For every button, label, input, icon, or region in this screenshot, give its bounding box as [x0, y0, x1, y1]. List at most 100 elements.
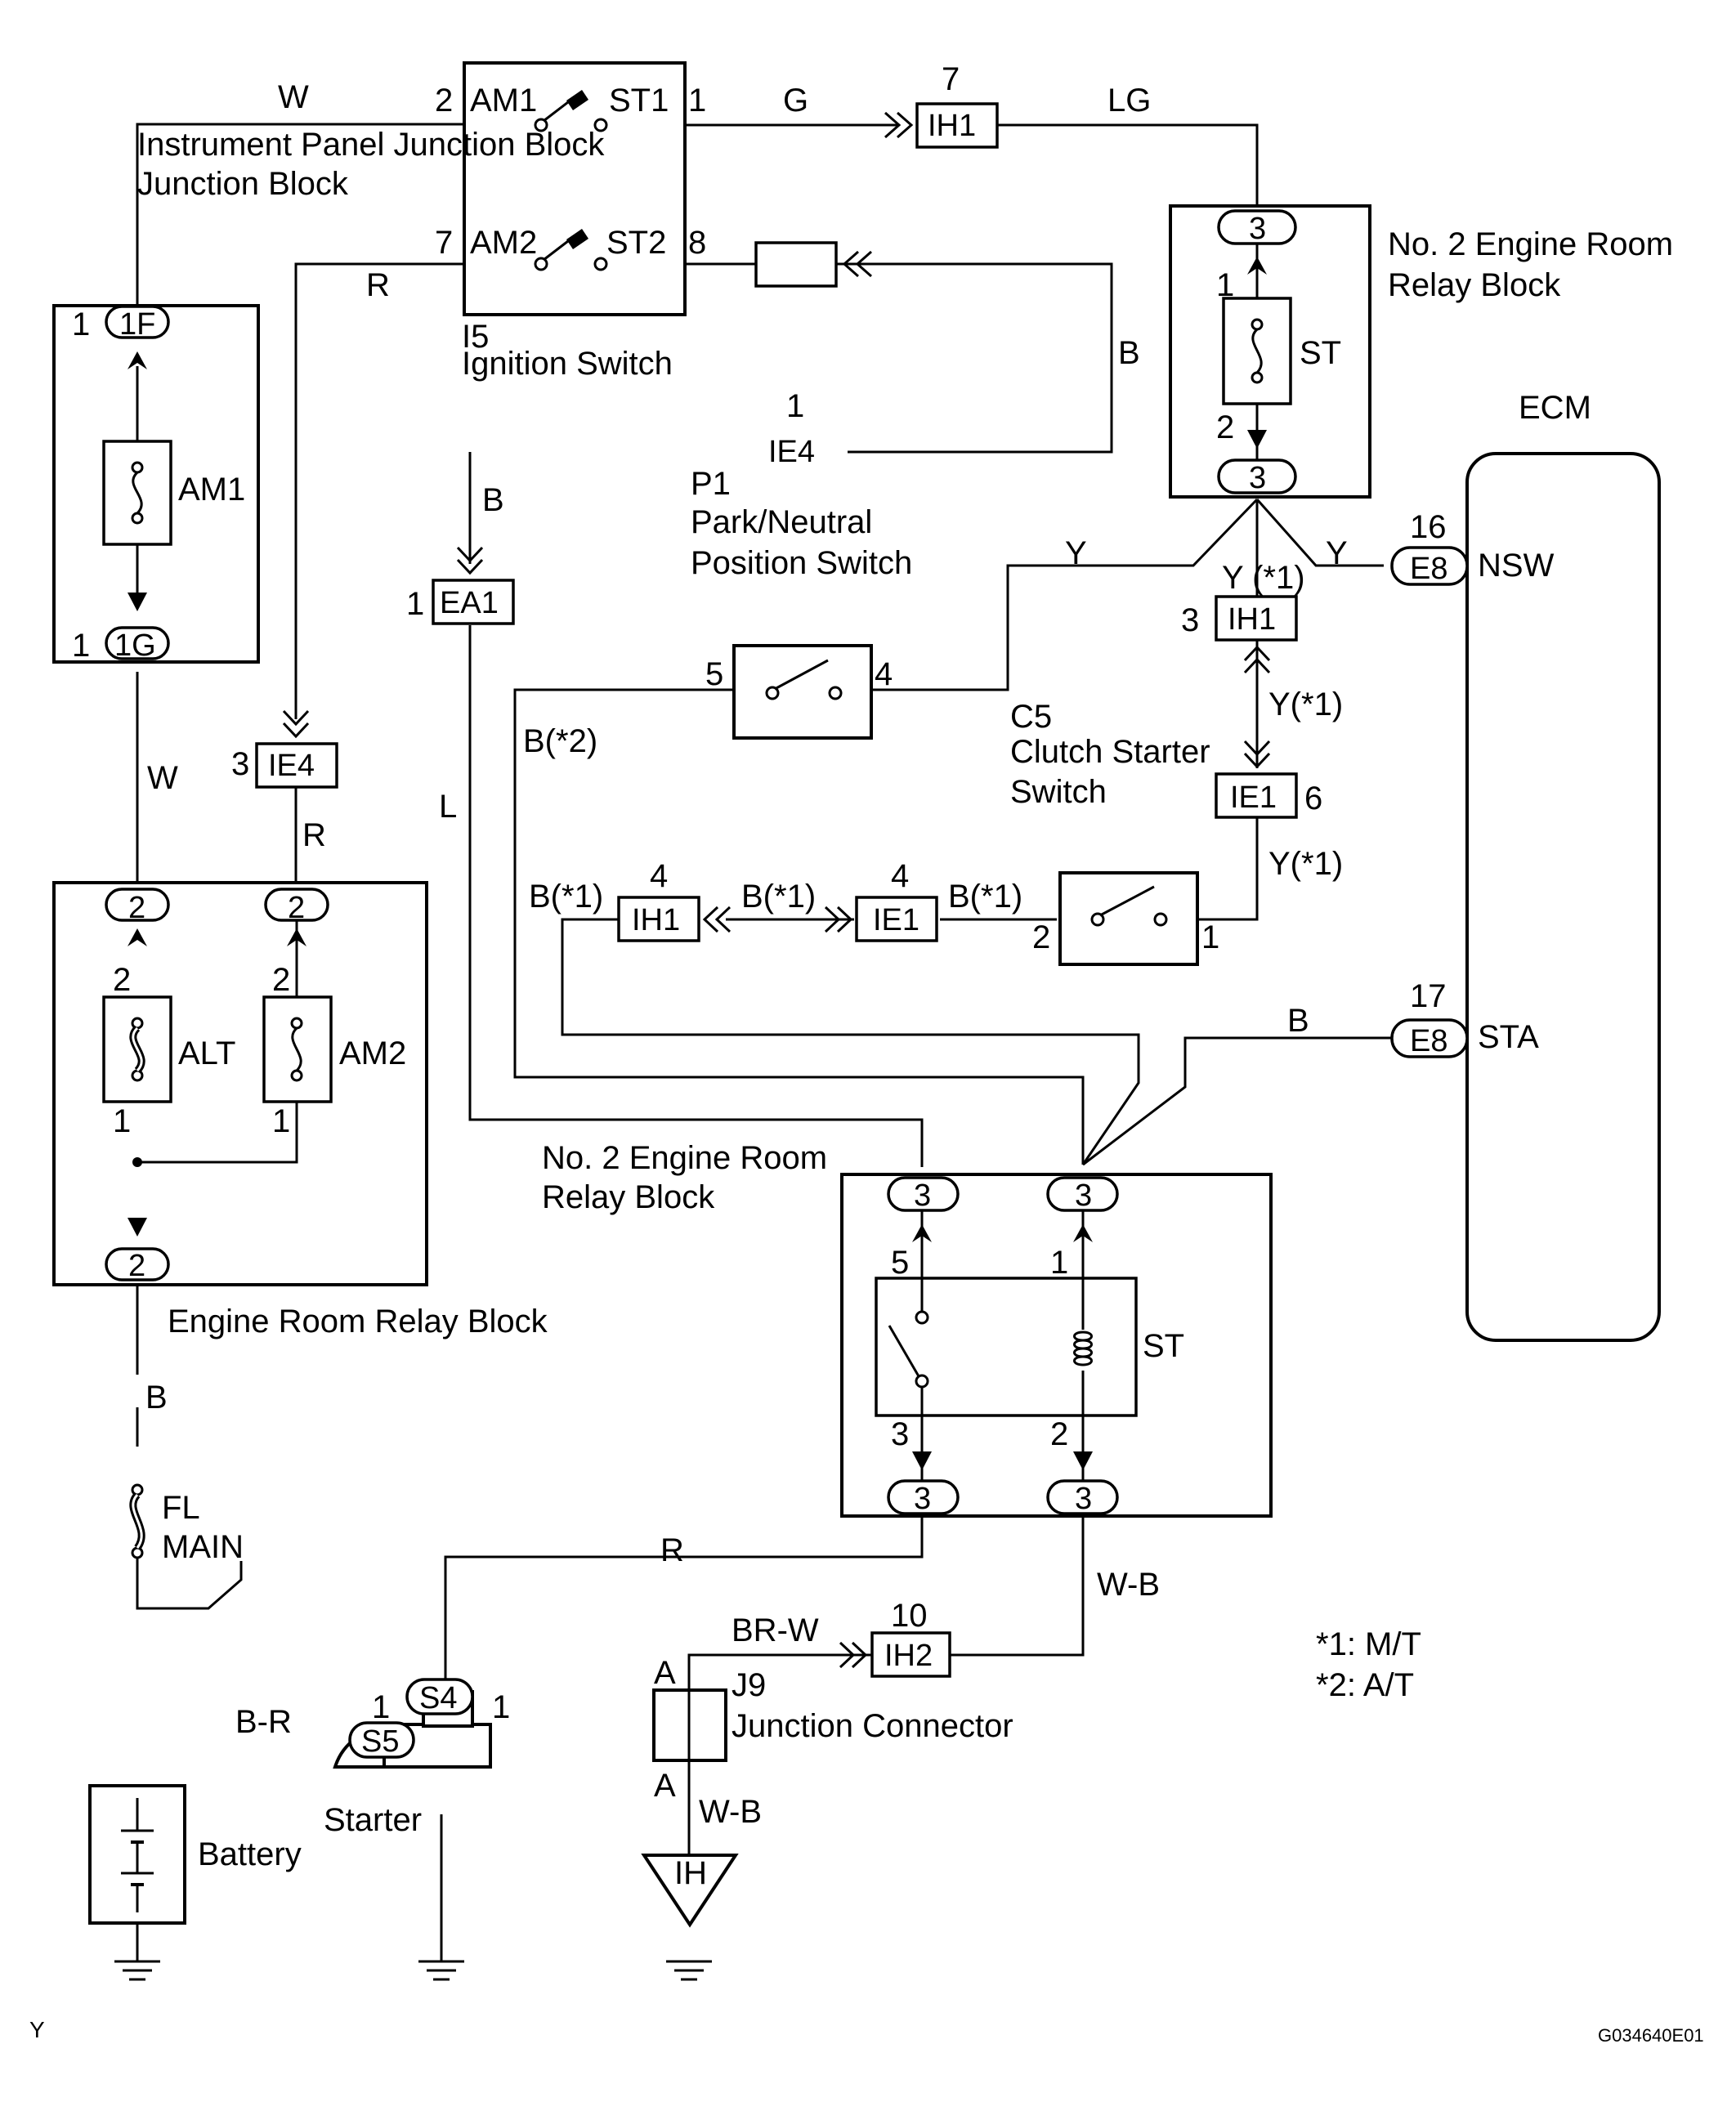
ip-junction-label-2: Junction Block: [137, 166, 349, 202]
ecm-label: ECM: [1519, 390, 1591, 426]
pin-ea1: 1: [406, 586, 424, 622]
ecm-box: [1465, 452, 1661, 1342]
wire-color-l: L: [439, 789, 457, 825]
relay-block-top-label-1: No. 2 Engine Room: [1388, 226, 1673, 262]
connector-no2-top-3b: 3: [1249, 461, 1266, 495]
pin-relay-3: 3: [891, 1416, 909, 1452]
main-label: MAIN: [162, 1529, 244, 1565]
pin-j9-top: A: [654, 1655, 676, 1691]
clutch-label-1: Clutch Starter: [1010, 734, 1210, 770]
wire-color-b-mt-1: B(*1): [529, 879, 603, 915]
fuse-am2-label: AM2: [339, 1035, 406, 1071]
inline-connectors: [255, 102, 1469, 1759]
pin-st-fuse-2: 2: [1216, 409, 1234, 445]
no2-engine-room-relay-block-bottom: [840, 1173, 1273, 1518]
park-neutral-label-1: Park/Neutral: [691, 504, 872, 540]
note-at: *2: A/T: [1316, 1667, 1414, 1703]
wire-color-b-mt-3: B(*1): [948, 879, 1022, 915]
ignition-switch-code: I5: [462, 319, 489, 355]
connector-erb-2b: 2: [288, 891, 305, 925]
st1-terminal: ST1: [609, 83, 669, 119]
pin-ih2: 10: [891, 1598, 928, 1634]
connector-e8-nsw: E8: [1410, 552, 1447, 586]
wire-color-b-battery: B: [145, 1380, 168, 1416]
ignition-switch: [463, 61, 687, 316]
pin-alt-2: 2: [113, 962, 131, 998]
connector-no2-bot-3b: 3: [1075, 1178, 1092, 1213]
pin-ie1-mid: 6: [1304, 780, 1322, 816]
wire-color-y-mt-2: Y(*1): [1268, 687, 1343, 722]
fuse-st-label: ST: [1300, 335, 1341, 371]
pin-ie4-left: 3: [231, 746, 249, 782]
pin-ih1-mid: 3: [1181, 602, 1199, 638]
connector-e8-sta: E8: [1410, 1024, 1447, 1058]
no2-engine-room-relay-block-top: [1169, 204, 1371, 499]
ip-junction-label: Instrument Panel Junction Block: [137, 127, 605, 163]
pin-e8-sta: 17: [1410, 978, 1447, 1014]
connector-no2-bot-3d: 3: [1075, 1482, 1092, 1516]
wire-color-g: G: [783, 83, 808, 119]
connector-no2-top-3a: 3: [1249, 212, 1266, 246]
connector-ea1: EA1: [440, 586, 499, 620]
relay-block-bottom-label-1: No. 2 Engine Room: [542, 1140, 827, 1176]
wire-color-y-mt-3: Y(*1): [1268, 846, 1343, 882]
fl-label: FL: [162, 1490, 200, 1526]
connector-1g: 1G: [114, 628, 156, 663]
wire-color-r-ie4: R: [302, 817, 326, 853]
park-neutral-label-2: Position Switch: [691, 545, 912, 581]
park-neutral-switch: [1058, 871, 1199, 966]
fuse-alt-label: ALT: [178, 1035, 235, 1071]
ignition-switch-label: Ignition Switch: [462, 346, 673, 382]
am2-terminal: AM2: [470, 225, 537, 261]
pin-s4-left: 1: [372, 1689, 390, 1725]
clutch-label-2: Switch: [1010, 774, 1107, 810]
wire-color-brw: BR-W: [732, 1612, 819, 1648]
pin-ih1-top: 7: [942, 61, 960, 97]
wire-color-r: R: [366, 267, 390, 303]
wire-color-y-clutch: Y: [1065, 535, 1087, 571]
relay-st-label: ST: [1143, 1328, 1184, 1364]
corner-mark: Y: [29, 2017, 45, 2042]
pin-s4-right: 1: [492, 1689, 510, 1725]
ecm-nsw-terminal: NSW: [1478, 548, 1555, 584]
relay-block-bottom-label-2: Relay Block: [542, 1179, 715, 1215]
connector-s4: S4: [419, 1681, 457, 1715]
wire-color-br: B-R: [235, 1704, 292, 1740]
relay-block-top-label-2: Relay Block: [1388, 267, 1561, 303]
j9-junction-connector: [641, 1655, 739, 1928]
pin-pn-1: 1: [1201, 919, 1219, 955]
pin-relay-1: 1: [1050, 1245, 1068, 1281]
engine-room-relay-block-label: Engine Room Relay Block: [168, 1304, 548, 1340]
wire-color-w-fuse: W: [147, 760, 178, 796]
figure-code: G034640E01: [1598, 2025, 1704, 2046]
connector-1f: 1F: [119, 307, 155, 342]
pin-am1: 2: [435, 83, 453, 119]
ground-icon: [666, 1960, 712, 1981]
battery-symbol: [88, 1784, 186, 1925]
pin-clutch-5: 5: [705, 656, 723, 692]
pin-am2-fuse-1: 1: [272, 1103, 290, 1139]
connector-erb-2c: 2: [128, 1249, 145, 1283]
wire-color-w: W: [278, 79, 309, 115]
wire-color-r-starter: R: [660, 1532, 684, 1568]
wire-color-wb-relay: W-B: [1097, 1567, 1160, 1603]
ground-ih-label: IH: [674, 1855, 707, 1891]
park-neutral-code: P1: [691, 466, 731, 502]
clutch-starter-switch: [732, 644, 873, 740]
connector-no2-bot-3c: 3: [914, 1482, 931, 1516]
pin-st1: 1: [688, 83, 706, 119]
pin-st2: 8: [688, 225, 706, 261]
j9-code: J9: [732, 1667, 766, 1703]
battery-label: Battery: [198, 1836, 302, 1872]
am1-terminal: AM1: [470, 83, 537, 119]
starter-label: Starter: [324, 1802, 422, 1838]
ground-icon: [418, 1960, 464, 1981]
pin-1f: 1: [72, 306, 90, 342]
wire-color-b-mt-2: B(*1): [741, 879, 816, 915]
connector-ie4-left: IE4: [268, 749, 315, 783]
connector-ih1-mid: IH1: [1228, 602, 1276, 637]
pin-j9-bottom: A: [654, 1768, 676, 1804]
st2-terminal: ST2: [606, 225, 666, 261]
instrument-panel-junction-block: [52, 304, 260, 664]
